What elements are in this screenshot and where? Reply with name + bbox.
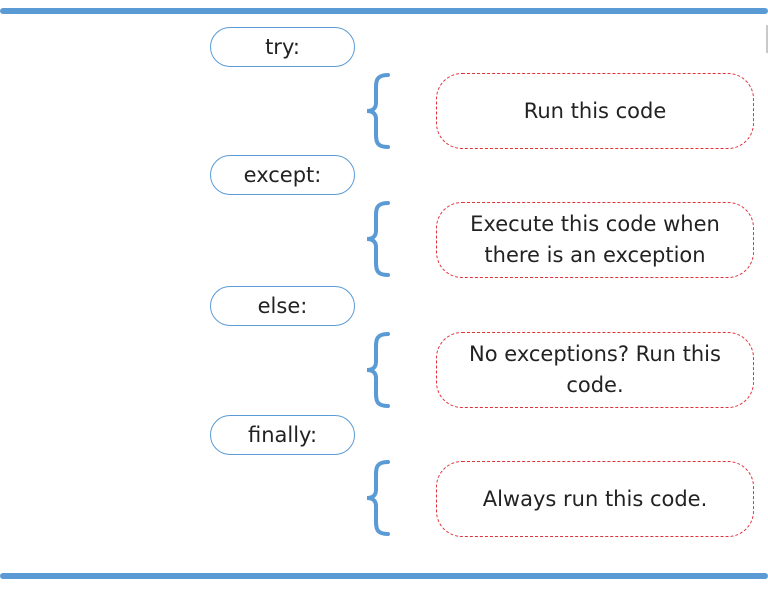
edge-mark bbox=[766, 25, 768, 53]
action-try-text: Run this code bbox=[523, 98, 667, 123]
action-except-text: Execute this code when there is an excep… bbox=[470, 212, 720, 267]
brace-try bbox=[362, 72, 394, 150]
keyword-try: try: bbox=[210, 27, 355, 67]
keyword-finally: finally: bbox=[210, 415, 355, 455]
action-except: Execute this code when there is an excep… bbox=[436, 202, 754, 278]
action-else-text: No exceptions? Run this code. bbox=[469, 342, 721, 397]
brace-finally-icon bbox=[366, 460, 390, 536]
brace-except-icon bbox=[366, 201, 390, 277]
action-finally: Always run this code. bbox=[436, 461, 754, 537]
brace-try-icon bbox=[366, 73, 390, 149]
keyword-else-label: else: bbox=[257, 294, 308, 318]
action-try: Run this code bbox=[436, 73, 754, 149]
action-finally-text: Always run this code. bbox=[482, 486, 708, 511]
brace-else bbox=[362, 331, 394, 409]
keyword-else: else: bbox=[210, 286, 355, 326]
keyword-except-label: except: bbox=[243, 163, 322, 187]
top-rule bbox=[0, 8, 768, 14]
keyword-except: except: bbox=[210, 155, 355, 195]
keyword-finally-label: finally: bbox=[247, 423, 318, 447]
brace-else-icon bbox=[366, 332, 390, 408]
bottom-rule bbox=[0, 573, 768, 579]
brace-except bbox=[362, 200, 394, 278]
keyword-try-label: try: bbox=[265, 35, 300, 59]
brace-finally bbox=[362, 459, 394, 537]
action-else: No exceptions? Run this code. bbox=[436, 332, 754, 408]
